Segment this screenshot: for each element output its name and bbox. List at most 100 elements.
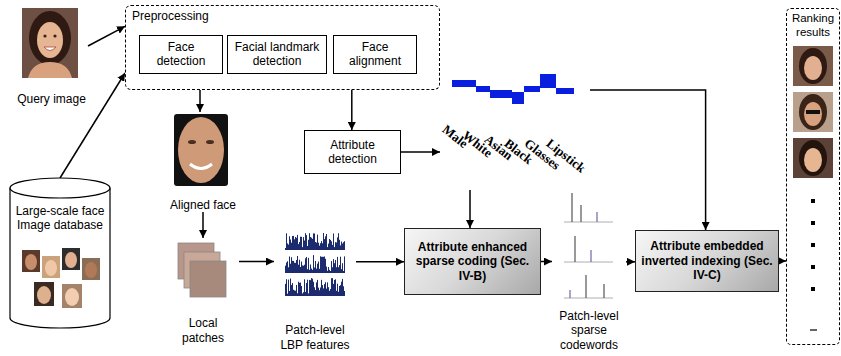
lbp-bar: [341, 282, 342, 296]
thumb-face: [45, 260, 57, 276]
connector: [202, 212, 204, 238]
lbp-bar: [305, 233, 306, 250]
connector: [351, 90, 353, 130]
lbp-bar: [325, 282, 326, 296]
lbp-bar: [292, 236, 293, 250]
lbp-bar: [322, 257, 323, 273]
lbp-bar: [312, 239, 313, 250]
lbp-bar: [317, 235, 318, 250]
lbp-bar: [339, 265, 340, 273]
lbp-bar: [316, 243, 317, 250]
lbp-bar: [303, 266, 304, 273]
lbp-bar: [289, 291, 290, 296]
lbp-bar: [322, 243, 323, 250]
lbp-bar: [314, 287, 315, 296]
lbp-bar: [303, 237, 304, 250]
lbp-bar: [320, 243, 321, 250]
thumb-face: [85, 262, 97, 278]
image-node: Aligned face: [165, 112, 241, 212]
lbp-bar: [319, 269, 320, 273]
lbp-bar: [310, 280, 311, 296]
node-label: Large-scale face Image database: [9, 204, 111, 233]
node-label: Attribute detection: [308, 138, 397, 167]
local-patches-picture: [178, 243, 226, 297]
spike: [569, 290, 570, 298]
lbp-bar: [287, 294, 288, 296]
lbp-bar: [328, 287, 329, 296]
lbp-bar: [293, 236, 294, 250]
lbp-bar: [286, 263, 287, 274]
eye: [206, 140, 214, 144]
lbp-bar: [306, 235, 307, 250]
lbp-bar: [340, 285, 341, 296]
lbp-bar: [302, 265, 303, 273]
lbp-bar: [317, 280, 318, 296]
lbp-bar: [295, 263, 296, 273]
lbp-bar: [294, 263, 295, 273]
lbp-bar: [300, 267, 301, 273]
lbp-bar: [329, 291, 330, 296]
lbp-bar: [327, 271, 328, 273]
lbp-bar: [323, 257, 324, 273]
lbp-bar: [296, 260, 297, 273]
connector: [779, 260, 786, 262]
lbp-bar: [331, 278, 332, 296]
lbp-bar: [311, 269, 312, 274]
lbp-bar: [293, 261, 294, 273]
attribute-group: MaleWhiteAsianBlackGlassesLipstick: [440, 72, 590, 190]
process-box: Face detection: [139, 35, 223, 74]
lbp-bar: [340, 257, 341, 273]
lbp-bar: [300, 237, 301, 250]
lbp-bar: [340, 245, 341, 250]
lbp-bar: [305, 258, 306, 273]
spike: [603, 284, 604, 298]
thumb: [62, 248, 80, 270]
lbp-bar: [335, 279, 336, 296]
lbp-bar: [335, 242, 336, 250]
query-photo: [22, 8, 78, 78]
continuation-dot: [811, 243, 815, 247]
lbp-bar: [338, 233, 339, 250]
lbp-bar: [323, 233, 324, 250]
lbp-bar: [330, 240, 331, 250]
lbp-bar: [326, 234, 327, 250]
lbp-bar: [310, 265, 311, 274]
attribute-bar: [490, 90, 512, 98]
lbp-bar: [325, 259, 326, 273]
eye: [43, 34, 46, 37]
lbp-bar: [307, 246, 308, 250]
lbp-bar: [308, 293, 309, 296]
thumb-face: [25, 254, 37, 270]
node-label: Attribute embedded inverted indexing (Se…: [640, 239, 774, 282]
lbp-bar: [287, 243, 288, 250]
lbp-bar: [343, 242, 344, 250]
lbp-bar: [297, 235, 298, 250]
process-box: Facial landmark detection: [227, 35, 327, 74]
lbp-bar: [337, 237, 338, 250]
lbp-bar: [301, 286, 302, 296]
attribute-bar: [524, 86, 540, 92]
lbp-bar: [321, 280, 322, 296]
node-label: Query image: [17, 92, 86, 106]
attribute-bar: [452, 80, 476, 87]
lbp-bar: [334, 247, 335, 250]
lbp-bar: [343, 271, 344, 273]
lbp-bar: [308, 258, 309, 273]
face: [178, 117, 224, 183]
spike: [574, 236, 575, 262]
lbp-bar: [331, 261, 332, 273]
thumb: [82, 258, 100, 280]
lbp-bar: [306, 283, 307, 296]
lbp-bar: [304, 241, 305, 251]
lbp-bar: [301, 262, 302, 273]
lbp-histograms: [285, 233, 345, 296]
image-node: Query image: [15, 6, 88, 106]
lbp-bar: [298, 265, 299, 273]
lbp-bar: [299, 260, 300, 273]
lbp-bar: [293, 290, 294, 296]
lbp-bar: [329, 239, 330, 250]
hair: [799, 94, 827, 130]
method-box: Attribute embedded inverted indexing (Se…: [635, 230, 779, 292]
connector: [60, 73, 125, 178]
connector: [469, 190, 471, 228]
